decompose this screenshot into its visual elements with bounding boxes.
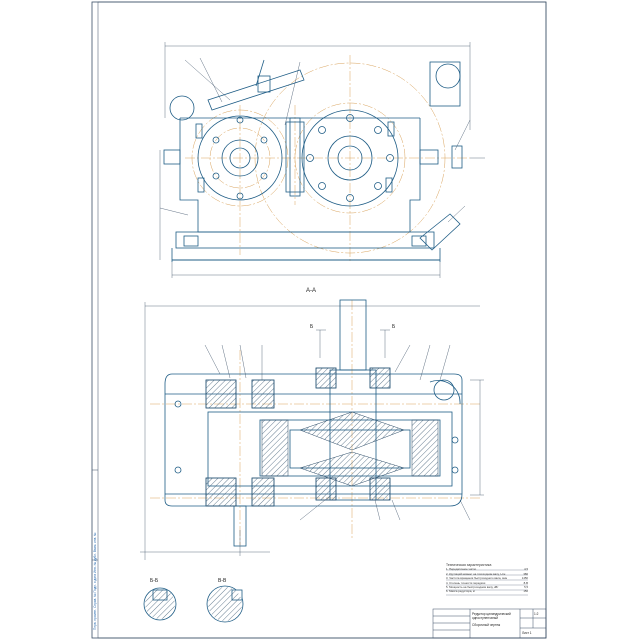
section-aa-label: А-А	[306, 288, 317, 294]
section-vv-label: В-В	[218, 578, 227, 584]
front-view-housing	[163, 59, 463, 262]
cut-mark-b-left: Б	[310, 324, 314, 330]
section-aa-dimensions	[140, 302, 484, 560]
front-view	[159, 42, 485, 278]
drawing-type: Сборочный чертеж	[472, 623, 501, 627]
sheet-frame	[91, 1, 547, 639]
notes-table	[446, 569, 528, 596]
title-block-frame	[432, 608, 547, 639]
detail-hatching	[145, 587, 242, 621]
technical-requirements-title: Техническая характеристика	[446, 563, 492, 567]
cut-mark-b-right: Б	[392, 324, 396, 330]
side-stamp: Перв. примен. Справ. № Подп. и дата Инв.…	[93, 532, 97, 630]
front-view-centerlines	[185, 55, 470, 262]
requirement-row: 2. Крутящий момент на тихоходном валу, Н…	[446, 571, 528, 576]
front-view-dimensions	[159, 42, 485, 278]
requirement-row: 3. Частота вращения быстроходного вала, …	[446, 576, 528, 581]
drawing-scale: 1:2	[534, 612, 539, 616]
title-block: Редуктор цилиндрический одноступенчатый …	[433, 609, 547, 637]
sheet-number: Лист 1	[522, 631, 532, 635]
section-aa-hatching	[205, 367, 439, 507]
section-bb-label: Б-Б	[150, 578, 159, 584]
technical-requirements: Техническая характеристика 1. Передаточн…	[446, 563, 528, 594]
drawing-name: Редуктор цилиндрический одноступенчатый	[472, 612, 511, 620]
section-aa-view	[140, 299, 484, 560]
